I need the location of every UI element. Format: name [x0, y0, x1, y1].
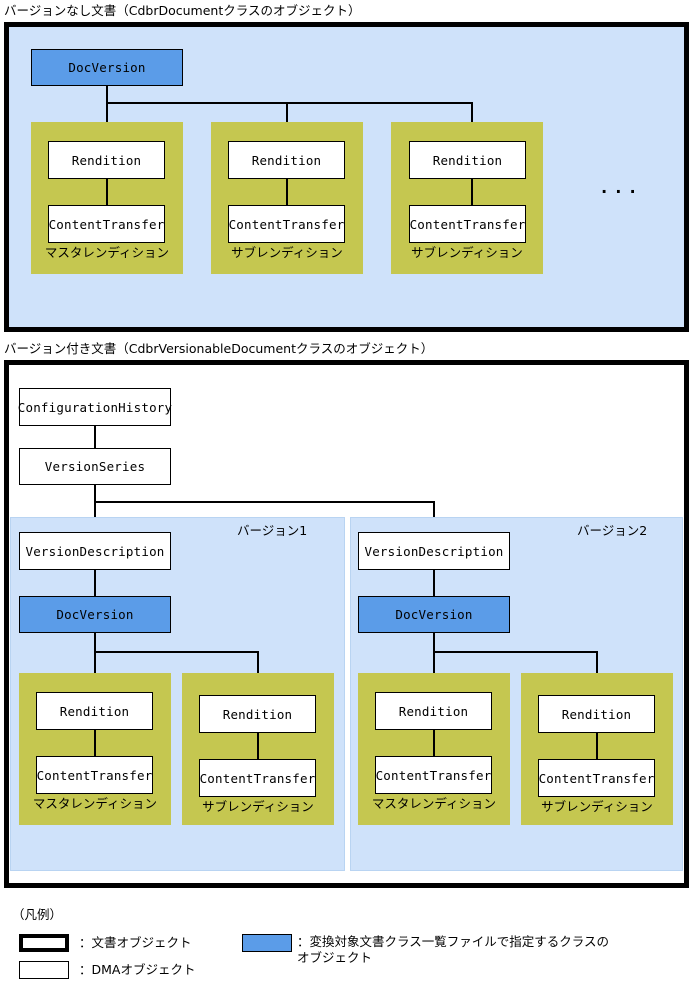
connector-horizontal — [106, 102, 473, 104]
node-rendition[interactable]: Rendition — [199, 695, 316, 733]
node-rendition[interactable]: Rendition — [409, 141, 526, 179]
node-rendition[interactable]: Rendition — [228, 141, 345, 179]
connector-vertical — [471, 179, 473, 205]
node-versionseries[interactable]: VersionSeries — [19, 448, 171, 485]
section-2-caption: バージョン付き文書（CdbrVersionableDocumentクラスのオブジ… — [4, 341, 434, 356]
rendition-group-caption: サブレンディション — [411, 245, 523, 260]
connector-horizontal — [94, 501, 434, 503]
node-contenttransfer[interactable]: ContentTransfer — [409, 205, 526, 243]
node-contenttransfer[interactable]: ContentTransfer — [48, 205, 165, 243]
connector-horizontal — [94, 651, 258, 653]
connector-vertical — [106, 86, 108, 103]
version-2-label: バージョン2 — [577, 523, 648, 538]
connector-vertical — [94, 485, 96, 502]
connector-vertical — [94, 426, 96, 448]
node-contenttransfer[interactable]: ContentTransfer — [36, 756, 153, 794]
rendition-group-caption: マスタレンディション — [32, 796, 158, 811]
node-contenttransfer[interactable]: ContentTransfer — [228, 205, 345, 243]
node-docversion[interactable]: DocVersion — [19, 596, 171, 633]
rendition-group-caption: サブレンディション — [541, 799, 653, 814]
connector-vertical — [257, 733, 259, 759]
legend-item-label: ：DMAオブジェクト — [79, 962, 196, 977]
legend-title: （凡例） — [12, 907, 63, 922]
node-versiondescription[interactable]: VersionDescription — [358, 532, 510, 570]
rendition-group-caption: サブレンディション — [231, 245, 343, 260]
node-rendition[interactable]: Rendition — [48, 141, 165, 179]
more-groups-ellipsis: ... — [599, 178, 642, 198]
node-docversion-root[interactable]: DocVersion — [31, 49, 183, 86]
node-rendition[interactable]: Rendition — [375, 692, 492, 730]
node-docversion[interactable]: DocVersion — [358, 596, 510, 633]
rendition-group-caption: マスタレンディション — [371, 796, 497, 811]
connector-vertical — [94, 633, 96, 652]
legend-item-label: ：変換対象文書クラス一覧ファイルで指定するクラスの オブジェクト — [297, 934, 610, 965]
legend-item-label: ：文書オブジェクト — [79, 935, 192, 950]
connector-vertical — [94, 570, 96, 596]
connector-vertical — [94, 730, 96, 756]
connector-vertical — [433, 570, 435, 596]
node-contenttransfer[interactable]: ContentTransfer — [538, 759, 655, 797]
connector-vertical — [286, 179, 288, 205]
node-contenttransfer[interactable]: ContentTransfer — [375, 756, 492, 794]
node-versiondescription[interactable]: VersionDescription — [19, 532, 171, 570]
connector-vertical — [596, 733, 598, 759]
target-class-object-swatch — [242, 934, 292, 952]
node-contenttransfer[interactable]: ContentTransfer — [199, 759, 316, 797]
node-rendition[interactable]: Rendition — [538, 695, 655, 733]
node-configurationhistory[interactable]: ConfigurationHistory — [18, 388, 172, 426]
version-1-label: バージョン1 — [237, 523, 308, 538]
document-object-swatch — [19, 934, 69, 952]
connector-horizontal — [433, 651, 597, 653]
connector-vertical — [106, 179, 108, 205]
node-rendition[interactable]: Rendition — [36, 692, 153, 730]
connector-vertical — [433, 730, 435, 756]
rendition-group-caption: サブレンディション — [202, 799, 314, 814]
connector-vertical — [433, 633, 435, 652]
dma-object-swatch — [19, 961, 69, 979]
rendition-group-caption: マスタレンディション — [44, 245, 170, 260]
section-1-caption: バージョンなし文書（CdbrDocumentクラスのオブジェクト） — [4, 3, 361, 18]
